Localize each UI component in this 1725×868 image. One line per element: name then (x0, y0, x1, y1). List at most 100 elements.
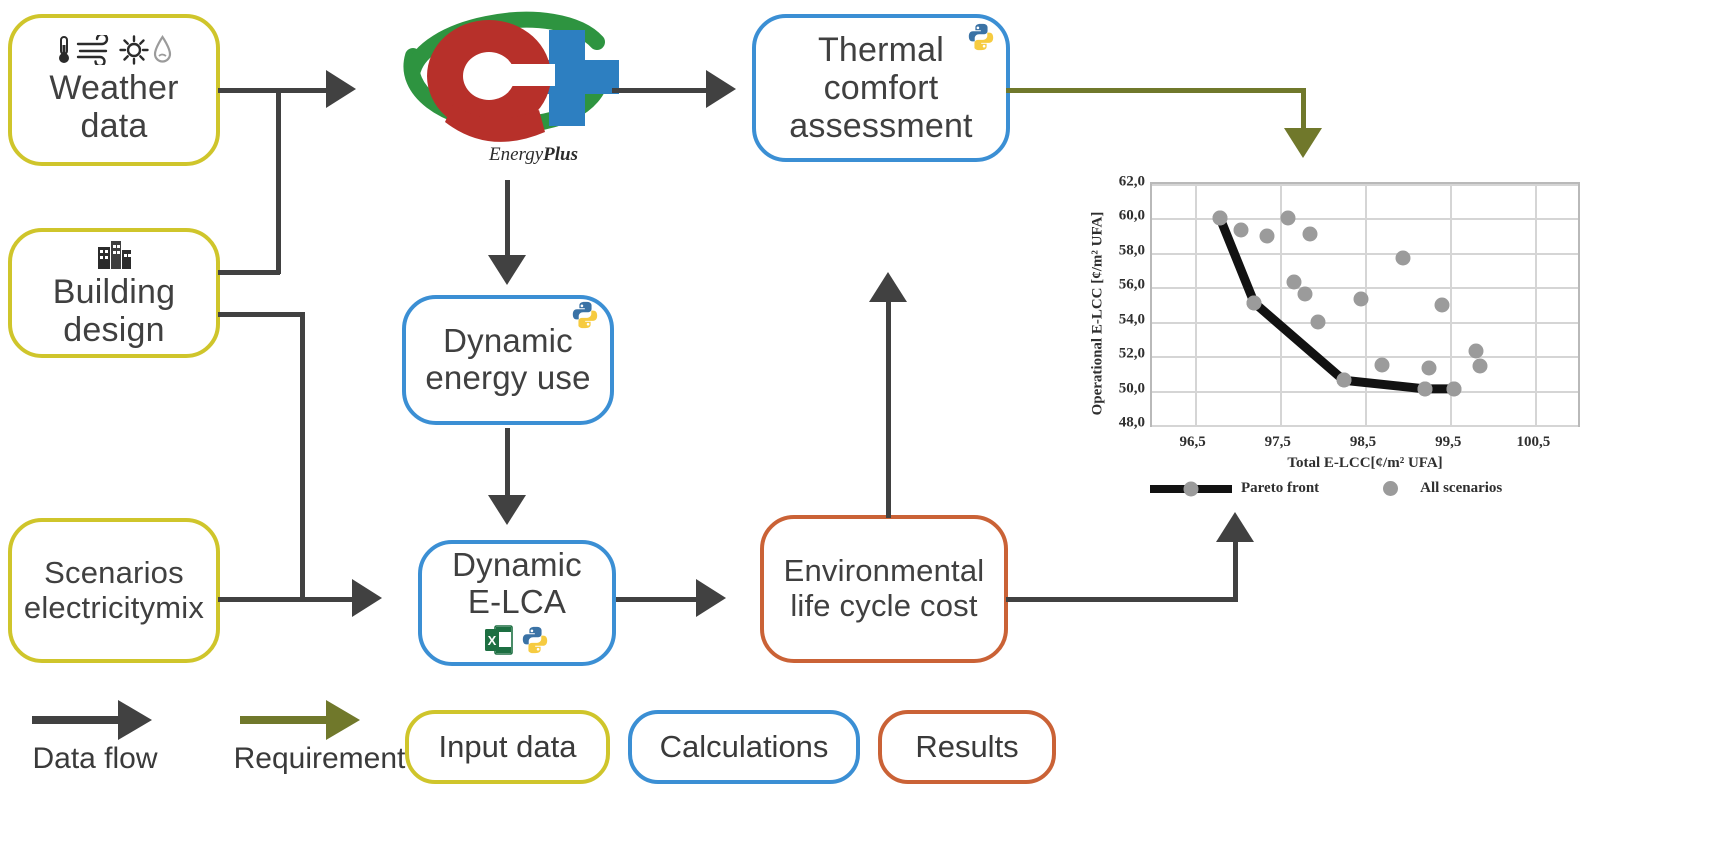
arrowhead-to-thermal-comfort (706, 70, 736, 108)
node-building-design-label: Building design (52, 272, 176, 349)
edge-elca-to-elcc (616, 597, 698, 602)
node-thermal-comfort[interactable]: Thermal comfort assessment (752, 14, 1010, 162)
chart-pareto-point (1212, 210, 1228, 226)
chart-pareto-point (1246, 295, 1262, 311)
chart-scatter-point (1434, 297, 1450, 312)
building-icon (98, 240, 131, 269)
legend-input-data-label: Input data (438, 729, 577, 764)
edge-requirement-vertical (1301, 88, 1306, 132)
chart-x-tick-label: 100,5 (1516, 434, 1551, 450)
node-elcc-label: Environmental life cycle cost (783, 553, 985, 623)
chart-pareto-point (1336, 372, 1352, 388)
chart-scatter-point (1302, 226, 1318, 242)
chart-scatter-point (1233, 222, 1249, 238)
legend-pareto-label: Pareto front (1241, 480, 1320, 496)
chart-y-tick-label: 56,0 (1118, 276, 1145, 293)
chart-gridline-horizontal (1152, 425, 1578, 427)
legend-data-flow-label: Data flow (32, 742, 158, 775)
chart-y-tick-label: 62,0 (1118, 173, 1145, 190)
arrowhead-to-dynamic-elca-top (488, 495, 526, 525)
chart-scatter-point (1472, 358, 1488, 374)
chart-y-tick-label: 50,0 (1118, 380, 1145, 397)
node-weather-data-label: Weather data (49, 68, 179, 145)
edge-building-to-lowerbus (218, 312, 304, 317)
chart-gridline-vertical (1194, 184, 1197, 425)
edge-elcc-right-up (1233, 540, 1238, 600)
legend-requirement-label: Requirement (233, 742, 406, 775)
chart-pareto-point (1417, 381, 1433, 397)
legend-scenarios-dot-swatch (1383, 481, 1399, 496)
arrowhead-to-energyplus (326, 70, 356, 108)
chart-scatter-point (1259, 228, 1275, 244)
weather-icons (56, 34, 173, 65)
chart-x-tick-label: 98,5 (1349, 434, 1377, 450)
node-dynamic-energy-use-label: Dynamic energy use (425, 322, 591, 396)
water-drop-icon (153, 34, 171, 63)
chart-scatter-point (1297, 286, 1313, 302)
edge-elcc-up (886, 300, 891, 518)
node-building-design[interactable]: Building design (8, 228, 220, 358)
chart-x-tick-label: 97,5 (1264, 434, 1291, 450)
chart-scatter-point (1421, 360, 1437, 376)
chart-y-tick-label: 60,0 (1118, 207, 1145, 224)
chart-y-axis-label: Operational E-LCC [¢/m² UFA] (1089, 211, 1106, 416)
legend-requirement: Requirement (212, 700, 427, 776)
arrowhead-elcc-up (869, 272, 907, 302)
chart-y-tick-label: 52,0 (1118, 345, 1145, 362)
edge-dynamic-energy-to-elca (505, 428, 510, 498)
node-environmental-life-cycle-cost[interactable]: Environmental life cycle cost (760, 515, 1008, 663)
edge-lowerbus-vertical (300, 312, 305, 600)
edge-scenarios-to-lowerbus (218, 597, 304, 602)
chart-gridline-vertical (1535, 184, 1538, 425)
legend-results-box[interactable]: Results (878, 710, 1056, 784)
node-thermal-comfort-label: Thermal comfort assessment (789, 30, 973, 146)
edge-weather-to-bus (218, 88, 280, 93)
node-dynamic-elca-tools: X (484, 625, 550, 655)
legend-input-data-box[interactable]: Input data (405, 710, 610, 784)
legend-data-flow: Data flow (10, 700, 180, 776)
arrowhead-requirement (1284, 128, 1322, 158)
svg-text:X: X (487, 633, 496, 648)
edge-building-to-bus (218, 270, 280, 275)
chart-plot-area (1150, 182, 1580, 427)
chart-scatter-point (1374, 357, 1390, 373)
chart-scatter-point (1353, 291, 1369, 307)
edge-energyplus-to-dynamic-energy (505, 180, 510, 258)
edge-requirement-horizontal (1006, 88, 1306, 93)
edge-elcc-right (1006, 597, 1238, 602)
legend-calculations-box[interactable]: Calculations (628, 710, 860, 784)
edge-bus-vertical-weather (276, 88, 281, 274)
chart-scatter-point (1310, 314, 1326, 330)
arrowhead-to-chart-bottom (1216, 512, 1254, 542)
chart-y-tick-label: 48,0 (1118, 414, 1145, 431)
edge-bus-to-energyplus (276, 88, 328, 93)
chart-gridline-vertical (1450, 184, 1453, 425)
diagram-legend: Data flow Requirement Input data Calcula… (0, 690, 1056, 820)
chart-y-tick-label: 54,0 (1118, 311, 1145, 328)
edge-energyplus-to-thermal (612, 88, 708, 93)
python-icon (968, 23, 994, 51)
arrowhead-to-dynamic-elca (352, 579, 382, 617)
chart-scatter-point (1286, 274, 1302, 290)
chart-scatter-point (1395, 250, 1411, 266)
node-scenarios-label: Scenarios electricitymix (23, 554, 205, 625)
edge-lowerbus-to-elca (300, 597, 354, 602)
energyplus-logo: EnergyPlus (383, 8, 633, 173)
chart-scatter-point (1280, 210, 1296, 226)
node-scenarios-electricitymix[interactable]: Scenarios electricitymix (8, 518, 220, 663)
arrowhead-to-elcc (696, 579, 726, 617)
legend-results-label: Results (915, 729, 1019, 764)
pareto-chart: Operational E-LCC [¢/m² UFA] 48,0 50,0 52,… (1035, 160, 1715, 550)
node-dynamic-elca[interactable]: Dynamic E-LCA X (418, 540, 616, 666)
chart-gridline-vertical (1279, 184, 1282, 425)
chart-legend: Pareto front All scenarios (1150, 480, 1620, 497)
chart-x-tick-label: 96,5 (1179, 434, 1206, 450)
excel-icon: X (484, 625, 513, 655)
energyplus-caption: EnergyPlus (489, 144, 579, 165)
chart-x-tick-label: 99,5 (1435, 434, 1462, 450)
node-weather-data[interactable]: Weather data (8, 14, 220, 166)
legend-pareto-line-swatch (1150, 484, 1232, 493)
thermometer-icon (58, 35, 69, 63)
requirement-arrow-icon (212, 700, 427, 740)
